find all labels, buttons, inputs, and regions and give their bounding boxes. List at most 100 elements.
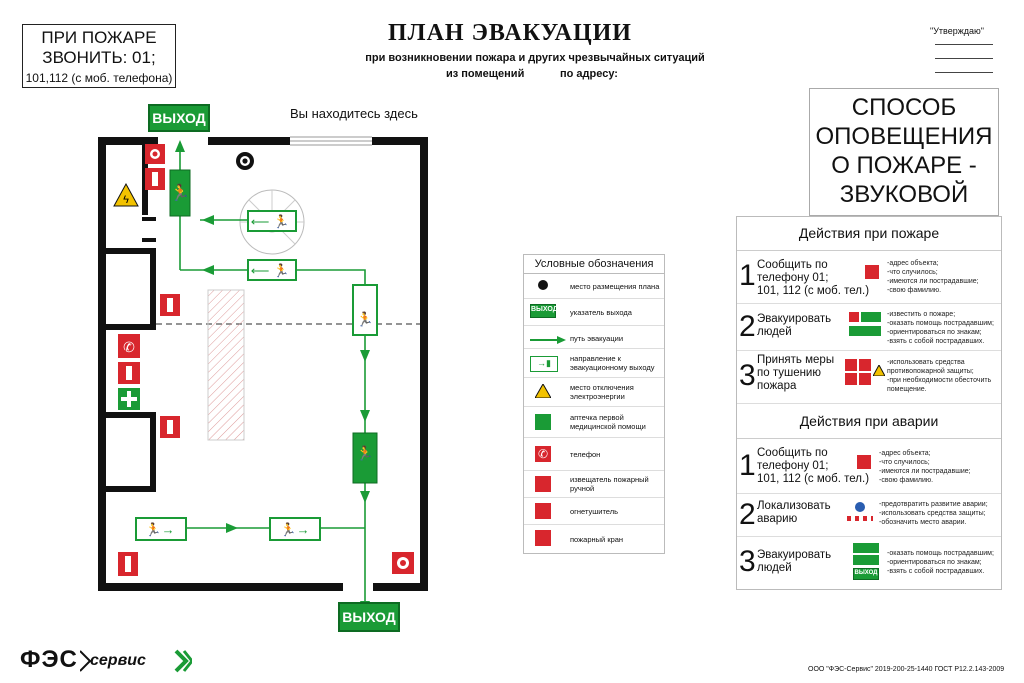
logo-text-service: сервис (90, 652, 146, 669)
fire-hose-icon (535, 530, 551, 546)
company-logo: ФЭС сервис (20, 646, 192, 674)
approve-line (935, 58, 993, 59)
svg-text:🏃: 🏃 (356, 445, 373, 461)
legend-label: телефон (570, 450, 601, 459)
step-note: -взять с собой пострадавших. (887, 568, 985, 575)
legend-row: огнетушитель (524, 498, 664, 525)
floor-plan: 🏃 ⟵ 🏃 ⟵ 🏃 🏃 🏃 🏃→ 🏃→ ✆ ϟ (98, 136, 428, 613)
manual-call-point-icon (535, 476, 551, 492)
legend-label: извещатель пожарный ручной (570, 475, 649, 493)
exit-sign-top: ВЫХОД (148, 104, 210, 132)
alert-method-box: СПОСОБ ОПОВЕЩЕНИЯ О ПОЖАРЕ - ЗВУКОВОЙ (809, 88, 999, 216)
fire-step-3: 3 Принять меры по тушению пожара -исполь… (737, 351, 1001, 404)
step-number: 1 (739, 259, 756, 292)
emergency-actions-title: Действия при аварии (737, 404, 1001, 439)
subtitle-address: по адресу: (560, 68, 618, 80)
plan-location-icon (530, 280, 556, 290)
step-note: -оказать помощь пострадавшим; (887, 320, 994, 327)
you-are-here-marker (236, 152, 254, 170)
fire-actions-title: Действия при пожаре (737, 217, 1001, 251)
svg-text:ϟ: ϟ (123, 194, 129, 206)
legend-label: направление к эвакуационному выходу (570, 354, 655, 372)
page-title: ПЛАН ЭВАКУАЦИИ (388, 20, 632, 46)
legend-label: указатель выхода (570, 308, 632, 317)
logo-text-fes: ФЭС (20, 646, 78, 673)
first-aid-icon (535, 414, 551, 430)
step-number: 3 (739, 359, 756, 392)
emergency-step-1: 1 Сообщить по телефону 01; 101, 112 (с м… (737, 439, 1001, 494)
step-note: -при необходимости обесточить (887, 377, 992, 384)
direction-sign-icon: →▮ (530, 356, 558, 372)
actions-panel: Действия при пожаре 1 Сообщить по телефо… (736, 216, 1002, 590)
step-text: Эвакуировать (757, 313, 832, 325)
alert-line: ЗВУКОВОЙ (839, 181, 969, 208)
evacuation-signs-icon: ВЫХОД (853, 543, 879, 581)
fire-call-box: ПРИ ПОЖАРЕ ЗВОНИТЬ: 01; 101,112 (с моб. … (22, 24, 176, 88)
legend-row: ВЫХОД указатель выхода (524, 299, 664, 326)
extinguisher-icon (535, 503, 551, 519)
fire-fighting-icons (845, 359, 885, 385)
fire-call-line3: 101,112 (с моб. телефона) (25, 71, 173, 85)
step-note: противопожарной защиты; (887, 368, 974, 375)
svg-text:🏃→: 🏃→ (145, 522, 174, 537)
phone-icon: ✆ (535, 446, 551, 462)
direction-signs: 🏃 ⟵ 🏃 ⟵ 🏃 🏃 🏃 🏃→ 🏃→ (135, 169, 378, 541)
step-note: -что случилось; (887, 269, 938, 276)
step-note: -имеются ли пострадавшие; (879, 468, 971, 475)
approve-line (935, 72, 993, 73)
legend-row: →▮ направление к эвакуационному выходу (524, 349, 664, 378)
step-text: телефону 01; (757, 272, 829, 284)
electric-hazard-icon (530, 382, 556, 403)
approve-label: "Утверждаю" (930, 26, 984, 36)
step-text: Принять меры (757, 354, 835, 366)
step-note: -адрес объекта; (887, 260, 939, 267)
step-text: Сообщить по (757, 447, 828, 459)
evacuation-signs-icon (849, 312, 881, 340)
legend: Условные обозначения место размещения пл… (523, 254, 665, 554)
alert-line: О ПОЖАРЕ - (831, 152, 977, 179)
phone-icon (865, 265, 879, 279)
step-note: -ориентироваться по знакам; (887, 329, 982, 336)
phone-icon (857, 455, 871, 469)
step-note: -обозначить место аварии. (879, 519, 967, 526)
legend-label: аптечка первой медицинской помощи (570, 413, 646, 431)
svg-text:🏃: 🏃 (356, 311, 373, 327)
emergency-step-2: 2 Локализовать аварию -предотвратить раз… (737, 494, 1001, 537)
step-note: -оказать помощь пострадавшим; (887, 550, 994, 557)
hatched-area (207, 289, 245, 441)
fire-call-line1: ПРИ ПОЖАРЕ (41, 28, 157, 47)
fire-step-2: 2 Эвакуировать людей -известить о пожаре… (737, 304, 1001, 351)
step-text: 101, 112 (с моб. тел.) (757, 285, 870, 297)
warning-icons (847, 502, 873, 524)
legend-row: пожарный кран (524, 525, 664, 552)
exit-sign-icon: ВЫХОД (530, 304, 558, 318)
legend-row: место отключения электроэнергии (524, 378, 664, 407)
subtitle-premises: из помещений (446, 68, 525, 80)
step-text: пожара (757, 380, 797, 392)
step-text: по тушению (757, 367, 821, 379)
svg-text:⟵ 🏃: ⟵ 🏃 (251, 214, 289, 229)
step-note: -адрес объекта; (879, 450, 931, 457)
legend-label: место размещения плана (570, 282, 660, 291)
approve-line (935, 44, 993, 45)
step-number: 1 (739, 449, 756, 482)
step-text: людей (757, 562, 792, 574)
legend-row: путь эвакуации (524, 326, 664, 349)
svg-text:⟵ 🏃: ⟵ 🏃 (251, 263, 289, 278)
svg-text:🏃→: 🏃→ (280, 522, 309, 537)
step-number: 2 (739, 310, 756, 343)
step-note: -ориентироваться по знакам; (887, 559, 982, 566)
step-text: Сообщить по (757, 259, 828, 271)
alert-line: СПОСОБ (851, 94, 957, 121)
step-note: -что случилось; (879, 459, 930, 466)
step-note: -имеются ли пострадавшие; (887, 278, 979, 285)
legend-label: пожарный кран (570, 535, 624, 544)
step-text: Эвакуировать (757, 549, 832, 561)
legend-row: извещатель пожарный ручной (524, 471, 664, 498)
exit-sign-bottom: ВЫХОД (338, 602, 400, 632)
step-number: 3 (739, 545, 756, 578)
legend-row: место размещения плана (524, 274, 664, 299)
legend-row: аптечка первой медицинской помощи (524, 407, 664, 438)
step-number: 2 (739, 498, 756, 531)
route-arrow-icon (530, 332, 566, 350)
